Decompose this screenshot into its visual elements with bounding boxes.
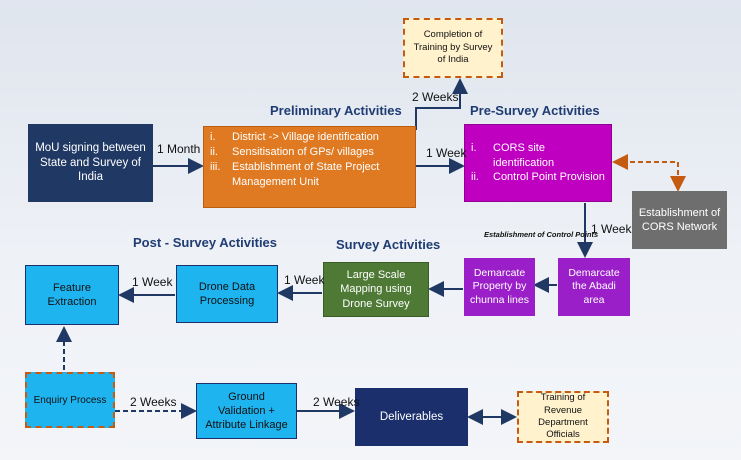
training-revenue-box: Training of Revenue Department Officials <box>517 391 609 443</box>
arrow-preliminary-to-training <box>415 78 468 130</box>
arrow-cors-dashed <box>612 154 686 192</box>
preliminary-item: iii.Establishment of State Project Manag… <box>210 160 380 188</box>
heading-preliminary: Preliminary Activities <box>270 103 402 118</box>
heading-post-survey: Post - Survey Activities <box>133 235 278 250</box>
cors-network-text: Establishment of CORS Network <box>638 206 721 233</box>
label-ground-to-deliverables: 2 Weeks <box>313 395 360 409</box>
deliverables-text: Deliverables <box>379 410 444 423</box>
label-prelim-to-training: 2 Weeks <box>412 90 459 104</box>
label-presurvey-to-abadi: 1 Week <box>591 222 632 236</box>
completion-training-box: Completion of Training by Survey of Indi… <box>403 18 503 78</box>
label-drone-to-feature: 1 Week <box>132 275 173 289</box>
demarcate-property-text: Demarcate Property by chunna lines <box>470 266 529 306</box>
deliverables-box: Deliverables <box>355 388 468 446</box>
pre-survey-list: i.CORS site identification ii.Control Po… <box>471 141 605 186</box>
drone-processing-box: Drone Data Processing <box>176 265 278 323</box>
label-control-points: Establishment of Control Points <box>484 230 599 239</box>
ground-validation-box: Ground Validation + Attribute Linkage <box>196 383 297 439</box>
completion-training-text: Completion of Training by Survey of Indi… <box>413 29 493 66</box>
enquiry-process-box: Enquiry Process <box>25 372 115 428</box>
cors-network-box: Establishment of CORS Network <box>632 191 727 249</box>
heading-survey: Survey Activities <box>336 237 441 252</box>
ground-validation-text: Ground Validation + Attribute Linkage <box>205 390 288 432</box>
preliminary-list: i.District -> Village identification ii.… <box>210 130 409 189</box>
label-enquiry-to-ground: 2 Weeks <box>130 395 177 409</box>
demarcate-property-box: Demarcate Property by chunna lines <box>464 258 535 316</box>
preliminary-box: i.District -> Village identification ii.… <box>203 126 416 208</box>
feature-extraction-text: Feature Extraction <box>47 281 97 308</box>
preliminary-item: ii.Sensitisation of GPs/ villages <box>210 145 374 158</box>
enquiry-process-text: Enquiry Process <box>33 394 107 406</box>
large-scale-mapping-box: Large Scale Mapping using Drone Survey <box>323 262 429 317</box>
pre-survey-item: ii.Control Point Provision <box>471 171 605 184</box>
label-mapping-to-drone: 1 Week <box>284 273 325 287</box>
demarcate-abadi-text: Demarcate the Abadi area <box>568 266 620 306</box>
label-prelim-to-presurvey: 1 Week <box>426 146 467 160</box>
demarcate-abadi-box: Demarcate the Abadi area <box>558 258 630 316</box>
drone-processing-text: Drone Data Processing <box>198 280 256 307</box>
heading-pre-survey: Pre-Survey Activities <box>470 103 600 118</box>
feature-extraction-box: Feature Extraction <box>25 265 119 325</box>
pre-survey-item: i.CORS site identification <box>471 141 555 169</box>
preliminary-item: i.District -> Village identification <box>210 131 379 143</box>
large-scale-mapping-text: Large Scale Mapping using Drone Survey <box>340 269 412 310</box>
label-mou-to-prelim: 1 Month <box>157 142 201 156</box>
pre-survey-box: i.CORS site identification ii.Control Po… <box>464 124 612 202</box>
mou-text: MoU signing between State and Survey of … <box>35 141 146 184</box>
training-revenue-text: Training of Revenue Department Officials <box>538 392 588 441</box>
mou-box: MoU signing between State and Survey of … <box>28 124 153 202</box>
